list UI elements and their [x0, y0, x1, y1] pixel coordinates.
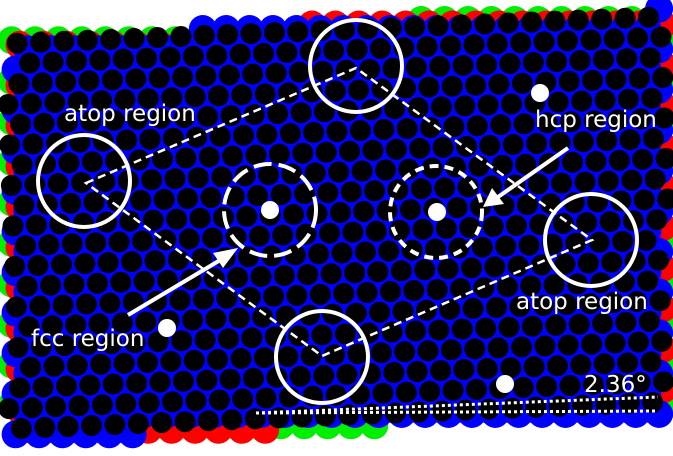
fcc-region-circle — [222, 162, 318, 258]
marker-dot-left — [158, 319, 176, 337]
fcc-arrow — [126, 248, 238, 317]
moire-unit-cell — [83, 66, 595, 358]
atop-region-circle-top — [308, 18, 404, 114]
angle-reference-line — [255, 409, 659, 415]
twist-angle-label: 2.36° — [584, 372, 647, 398]
atop-region-circle-right — [543, 192, 639, 288]
atop-region-label-right: atop region — [516, 289, 648, 315]
fcc-center-dot — [261, 201, 279, 219]
angle-rotated-line — [255, 395, 659, 415]
atop-region-circle-bottom — [274, 309, 370, 405]
hcp-arrow — [483, 146, 570, 207]
fcc-region-label: fcc region — [31, 326, 144, 352]
marker-dot-bottom-right — [496, 375, 514, 393]
hcp-center-dot — [428, 203, 446, 221]
atop-region-circle-left — [36, 133, 132, 229]
hcp-region-label: hcp region — [535, 107, 657, 133]
atop-region-label-top-left: atop region — [64, 101, 196, 127]
marker-dot-top-right — [531, 84, 549, 102]
hcp-region-circle — [388, 164, 484, 260]
